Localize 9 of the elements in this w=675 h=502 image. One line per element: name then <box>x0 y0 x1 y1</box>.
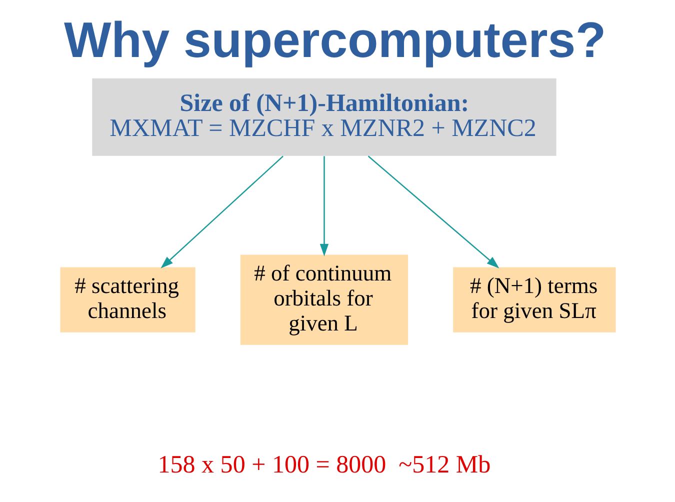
node-box: # scattering channels <box>60 267 195 332</box>
node-box: Size of (N+1)-Hamiltonian: MXMAT = MZCHF x MZNR2 + MZNC2 <box>92 78 556 156</box>
arrow <box>319 156 328 256</box>
arrow <box>367 156 499 268</box>
node-box: # (N+1) terms for given SLπ <box>452 267 616 332</box>
diagram-title: Why supercomputers? <box>64 12 606 68</box>
arrow <box>160 156 283 268</box>
node-box: # of continuum orbitals for given L <box>240 254 408 345</box>
label: 158 x 50 + 100 = 8000 ~512 Mb <box>157 451 490 478</box>
